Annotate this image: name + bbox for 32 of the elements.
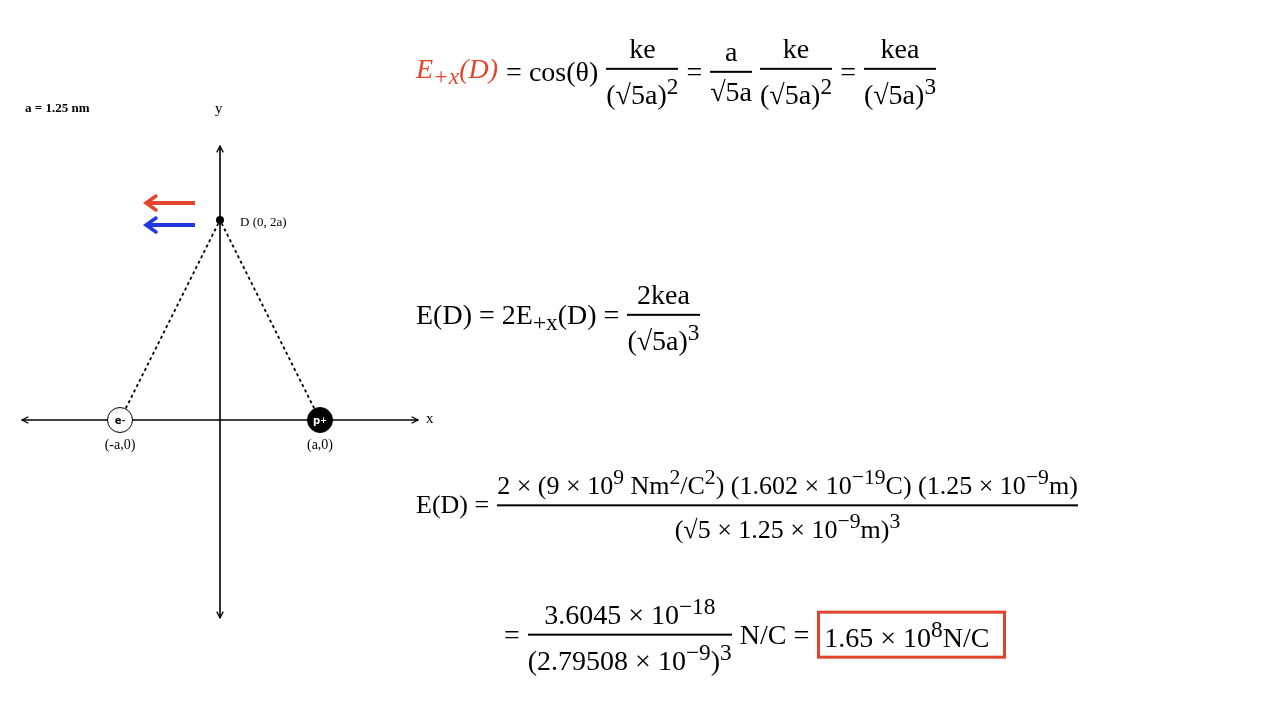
equation-text: = bbox=[504, 619, 520, 651]
equation-text: = cos(θ) bbox=[506, 56, 599, 88]
equation-text: = bbox=[840, 56, 856, 88]
fraction-numerator: 2kea bbox=[637, 278, 690, 311]
coordinate-label: (a,0) bbox=[307, 437, 333, 453]
axis-label: x bbox=[426, 410, 434, 427]
fraction-denominator: √5a bbox=[710, 76, 752, 108]
result-box: 1.65 × 10$^{8}$N/C bbox=[817, 610, 1007, 660]
fraction-denominator: (√5a)$^{3}$ bbox=[627, 318, 700, 358]
fraction-denominator: (√5a)$^{2}$ bbox=[760, 72, 833, 112]
parameter-note: a = 1.25 nm bbox=[25, 100, 90, 116]
coordinate-label: (-a,0) bbox=[104, 437, 136, 453]
equation-text: E(D) = bbox=[416, 490, 490, 520]
fraction-numerator: 2 × (9 × 10$^{9}$ Nm$^{2}$/C$^{2}$) (1.602 × 10$^{−19}$C) (1.25 × 10$^{−9}$m) bbox=[497, 465, 1078, 501]
dashed-line bbox=[124, 222, 220, 410]
equation-text: E$_{+x}$(D) bbox=[416, 53, 499, 91]
equation-text: N/C = bbox=[739, 619, 810, 651]
fraction-denominator: (2.79508 × 10$^{−9}$)$^{3}$ bbox=[527, 639, 732, 678]
axis-label: y bbox=[215, 100, 223, 117]
point-marker bbox=[216, 216, 224, 224]
fraction-numerator: kea bbox=[880, 32, 920, 65]
fraction-numerator: 3.6045 × 10$^{−18}$ bbox=[544, 592, 716, 631]
fraction-numerator: a bbox=[724, 36, 738, 68]
coordinate-label: D (0, 2a) bbox=[240, 214, 287, 230]
equation-text: = bbox=[686, 56, 703, 88]
fraction-denominator: (√5a)$^{2}$ bbox=[606, 72, 679, 112]
fraction-numerator: ke bbox=[629, 32, 656, 65]
fraction-numerator: ke bbox=[782, 32, 810, 65]
equation-text: E(D) = 2E$_{+x}$(D) = bbox=[416, 299, 620, 337]
dashed-line bbox=[220, 222, 316, 410]
fraction-denominator: (√5 × 1.25 × 10$^{−9}$m)$^{3}$ bbox=[674, 509, 901, 545]
fraction-denominator: (√5a)$^{3}$ bbox=[863, 72, 937, 112]
